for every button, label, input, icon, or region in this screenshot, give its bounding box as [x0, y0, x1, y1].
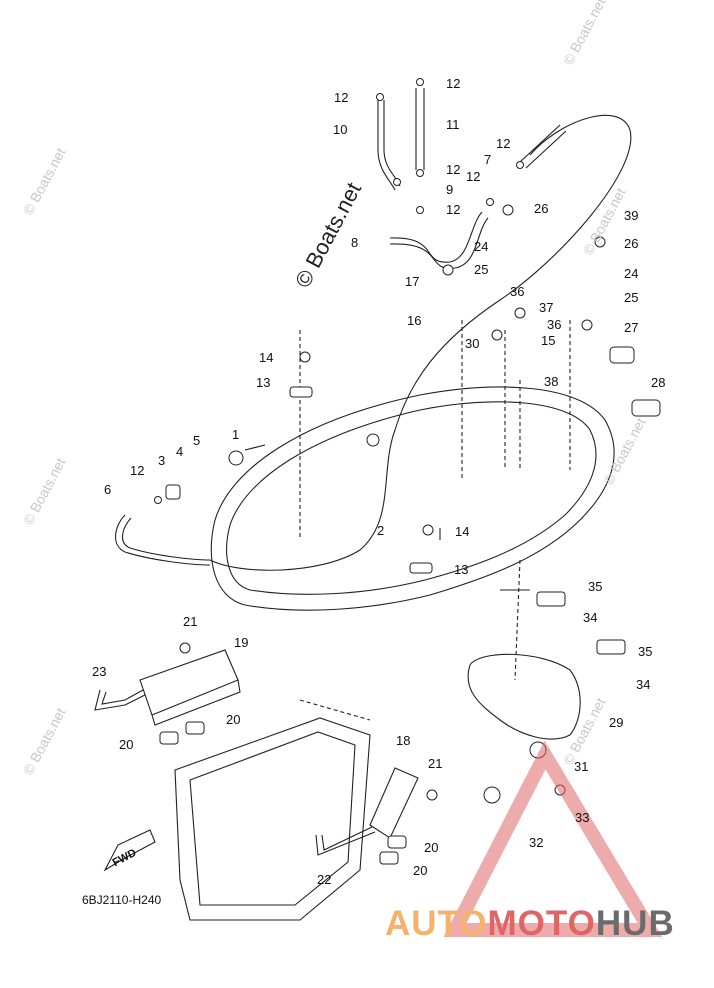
- callout-13: 13: [454, 562, 469, 577]
- callout-14: 14: [259, 350, 274, 365]
- callout-33: 33: [575, 810, 590, 825]
- callout-36: 36: [510, 284, 525, 299]
- callout-31: 31: [574, 759, 589, 774]
- callout-14: 14: [455, 524, 470, 539]
- bracket-29: [467, 653, 581, 740]
- hose-6: [115, 514, 211, 566]
- callout-34: 34: [583, 610, 598, 625]
- oil-pan: [174, 717, 371, 921]
- collar-3: [165, 484, 181, 500]
- callout-27: 27: [624, 320, 639, 335]
- callout-21: 21: [183, 614, 198, 629]
- callout-4: 4: [176, 444, 184, 459]
- callout-25: 25: [474, 262, 489, 277]
- callout-38: 38: [544, 374, 559, 389]
- bolt-14: [299, 351, 311, 363]
- hose-8: [389, 211, 483, 263]
- hose-7: [519, 124, 567, 169]
- seal-loop: [209, 114, 632, 571]
- clip-12: [376, 93, 384, 101]
- callout-24: 24: [474, 239, 489, 254]
- callout-32: 32: [529, 835, 544, 850]
- callout-12: 12: [466, 169, 481, 184]
- callout-17: 17: [405, 274, 420, 289]
- callout-2: 2: [377, 523, 385, 538]
- callout-20: 20: [424, 840, 439, 855]
- callout-12: 12: [446, 202, 461, 217]
- callout-39: 39: [624, 208, 639, 223]
- silencer-19: [139, 649, 239, 716]
- callout-18: 18: [396, 733, 411, 748]
- callout-8: 8: [351, 235, 359, 250]
- logo-part-auto: AUTO: [385, 904, 488, 943]
- callout-20: 20: [413, 863, 428, 878]
- logo-part-moto: MOTO: [487, 904, 596, 943]
- callout-37: 37: [539, 300, 554, 315]
- callout-9: 9: [446, 182, 454, 197]
- diagram-code: 6BJ2110-H240: [82, 893, 162, 907]
- callout-12: 12: [496, 136, 511, 151]
- callout-20: 20: [226, 712, 241, 727]
- callout-6: 6: [104, 482, 112, 497]
- callout-12: 12: [130, 463, 145, 478]
- callout-30: 30: [465, 336, 480, 351]
- callout-35: 35: [588, 579, 603, 594]
- callout-12: 12: [446, 162, 461, 177]
- callout-12: 12: [334, 90, 349, 105]
- callout-12: 12: [446, 76, 461, 91]
- callout-26: 26: [534, 201, 549, 216]
- part-27: [609, 346, 635, 364]
- callout-35: 35: [638, 644, 653, 659]
- callout-20: 20: [119, 737, 134, 752]
- callout-23: 23: [92, 664, 107, 679]
- hose-10: [377, 100, 396, 191]
- callout-36: 36: [547, 317, 562, 332]
- part-28: [631, 399, 661, 417]
- callout-21: 21: [428, 756, 443, 771]
- callout-5: 5: [193, 433, 201, 448]
- callout-16: 16: [407, 313, 422, 328]
- ring-32: [483, 786, 501, 804]
- callout-15: 15: [541, 333, 556, 348]
- logo-part-hub: HUB: [595, 904, 675, 943]
- grommet-13: [289, 386, 313, 398]
- callout-24: 24: [624, 266, 639, 281]
- hose-11: [415, 88, 425, 170]
- callout-3: 3: [158, 453, 166, 468]
- part-35: [536, 591, 566, 607]
- part-18: [369, 767, 419, 839]
- callout-1: 1: [232, 427, 240, 442]
- hose-22: [315, 826, 376, 856]
- logo-triangle: [443, 740, 663, 937]
- callout-25: 25: [624, 290, 639, 305]
- callout-29: 29: [609, 715, 624, 730]
- callout-34: 34: [636, 677, 651, 692]
- hose-23: [94, 689, 146, 711]
- callout-7: 7: [484, 152, 492, 167]
- callout-19: 19: [234, 635, 249, 650]
- bottom-cowling: [210, 386, 615, 611]
- automotohub-logo: AUTOMOTOHUB: [385, 904, 675, 944]
- callout-28: 28: [651, 375, 666, 390]
- callout-13: 13: [256, 375, 271, 390]
- callout-26: 26: [624, 236, 639, 251]
- mount-20: [159, 731, 179, 745]
- callout-10: 10: [333, 122, 348, 137]
- callout-11: 11: [446, 117, 460, 132]
- fwd-arrow: [103, 829, 156, 872]
- callout-22: 22: [317, 872, 332, 887]
